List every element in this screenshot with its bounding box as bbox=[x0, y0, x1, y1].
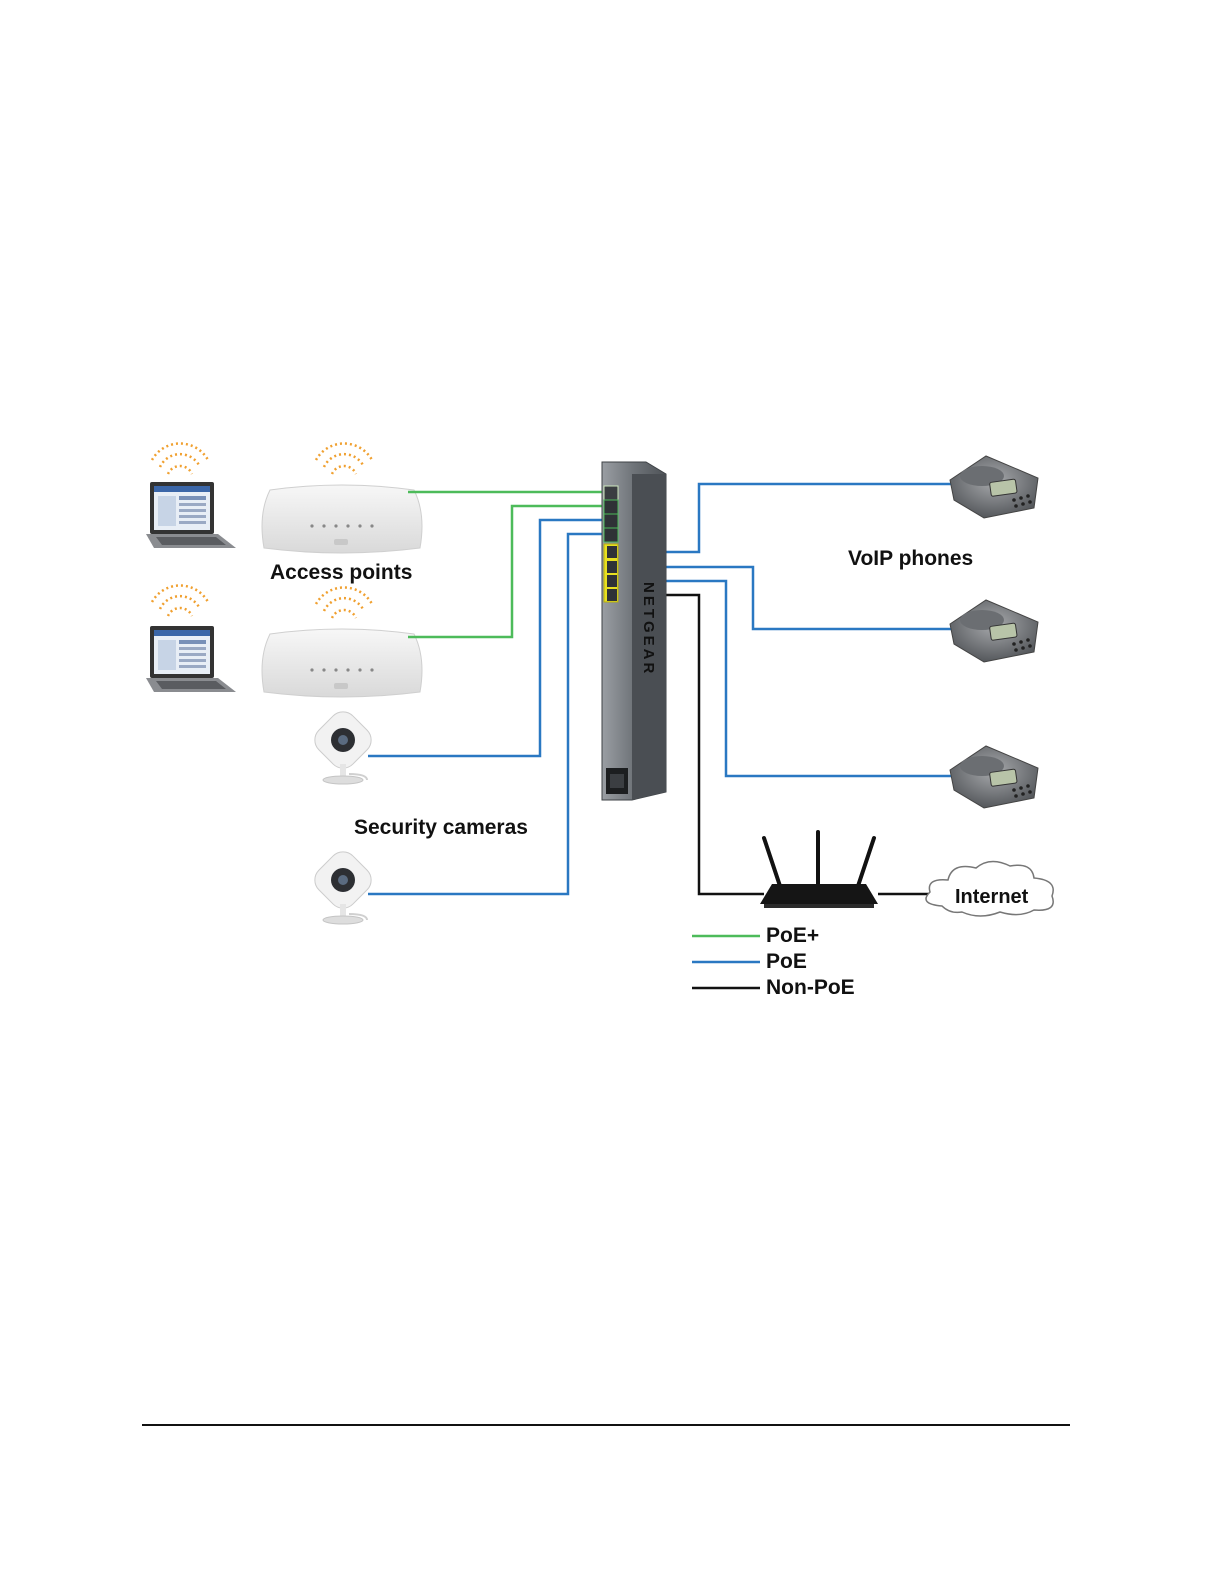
legend-label-non-poe: Non-PoE bbox=[766, 976, 855, 999]
access-point-icon bbox=[262, 443, 422, 553]
poe-plus-cables bbox=[408, 492, 608, 637]
internet-label: Internet bbox=[955, 886, 1029, 908]
voip-phone-icon bbox=[950, 746, 1038, 808]
footer-divider bbox=[142, 1424, 1070, 1426]
switch-brand-label: NETGEAR bbox=[640, 582, 657, 676]
legend: PoE+ PoE Non-PoE bbox=[692, 924, 855, 999]
router-icon bbox=[760, 832, 878, 908]
laptop-icon bbox=[146, 443, 236, 548]
legend-label-poe: PoE bbox=[766, 950, 807, 973]
voip-phone-icon bbox=[950, 600, 1038, 662]
voip-phones-label: VoIP phones bbox=[848, 547, 973, 570]
laptop-icon bbox=[146, 585, 236, 692]
access-point-icon bbox=[262, 587, 422, 697]
security-cameras-label: Security cameras bbox=[354, 816, 528, 839]
security-camera-icon bbox=[309, 846, 377, 924]
legend-label-poe-plus: PoE+ bbox=[766, 924, 819, 947]
network-switch-icon: NETGEAR bbox=[602, 462, 666, 800]
access-points-label: Access points bbox=[270, 561, 412, 584]
voip-phone-icon bbox=[950, 456, 1038, 518]
security-camera-icon bbox=[309, 706, 377, 784]
